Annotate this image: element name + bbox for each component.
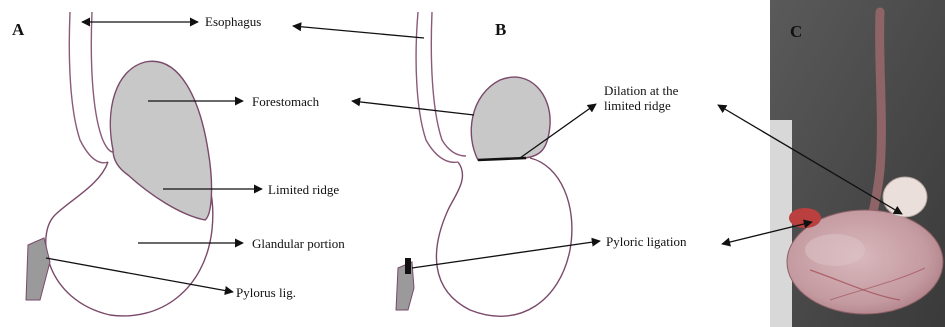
label-glandular-portion: Glandular portion: [252, 236, 345, 251]
label-pyloric-ligation: Pyloric ligation: [606, 234, 687, 249]
label-limited-ridge: Limited ridge: [268, 182, 339, 197]
panel-b-diagram: [293, 12, 600, 316]
label-dilation-line2: limited ridge: [604, 98, 671, 113]
label-pylorus-ligature: Pylorus lig.: [236, 285, 296, 300]
panel-a-forestomach: [110, 61, 211, 220]
panel-b-stomach-outline: [436, 158, 571, 316]
panel-c-forestomach: [883, 177, 927, 217]
panel-b-esophagus-left-wall: [416, 12, 458, 162]
panel-letter-b: B: [495, 20, 506, 40]
panel-c-photo: [718, 0, 945, 327]
panel-letter-c: C: [790, 22, 802, 42]
label-esophagus: Esophagus: [205, 14, 261, 29]
label-dilation-line1: Dilation at the: [604, 83, 678, 98]
panel-b-esophagus-right-wall: [431, 12, 466, 156]
panel-b-pyloric-ligation-mark: [405, 258, 411, 274]
panel-letter-a: A: [12, 20, 24, 40]
panel-a-esophagus-right-wall: [91, 12, 113, 152]
panel-b-ligation-arrow: [412, 241, 600, 268]
panel-b-forestomach: [471, 77, 550, 160]
panel-a-diagram: [26, 12, 262, 316]
panel-c-pylorus: [789, 208, 821, 228]
panel-a-pylorus-arrow: [46, 258, 233, 292]
panel-b-forestomach-arrow: [352, 101, 474, 115]
panel-c-ruler: [770, 120, 792, 327]
panel-a-duodenum: [26, 238, 50, 300]
panel-b-esophagus-arrow: [293, 26, 424, 38]
label-forestomach: Forestomach: [252, 94, 319, 109]
